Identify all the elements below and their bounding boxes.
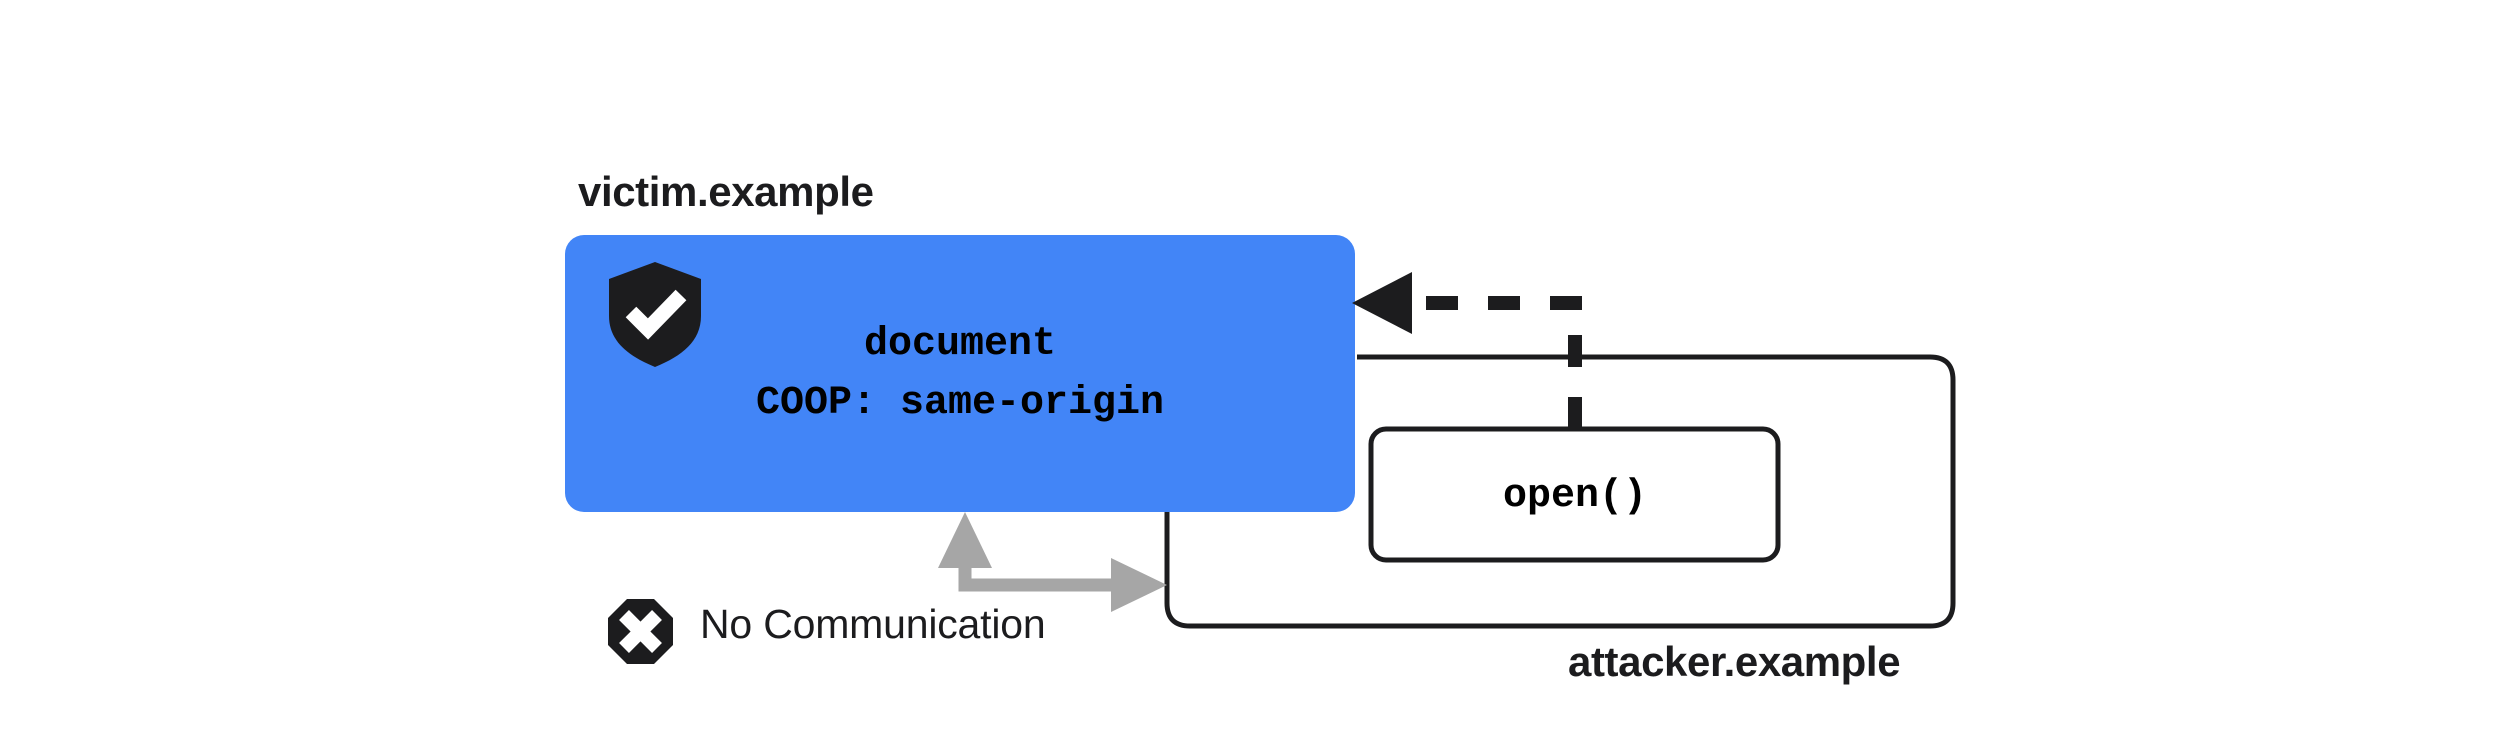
- open-call-label: open(): [1502, 474, 1648, 519]
- attacker-frame-outline: [1164, 354, 1956, 629]
- victim-document-box: [565, 235, 1355, 512]
- no-communication-label: No Communication: [700, 601, 1046, 647]
- document-text-line-1: document: [863, 322, 1057, 367]
- no-communication-arrow: [938, 512, 1167, 612]
- shield-check-icon: [609, 262, 701, 367]
- document-text-line-2: COOP: same-origin: [755, 381, 1165, 426]
- victim-document-text: document COOP: same-origin: [565, 315, 1355, 433]
- victim-origin-label: victim.example: [578, 168, 874, 215]
- attacker-origin-label: attacker.example: [1568, 638, 1901, 685]
- octagon-x-icon: [608, 599, 673, 664]
- open-call-dashed-arrow: [1352, 272, 1582, 429]
